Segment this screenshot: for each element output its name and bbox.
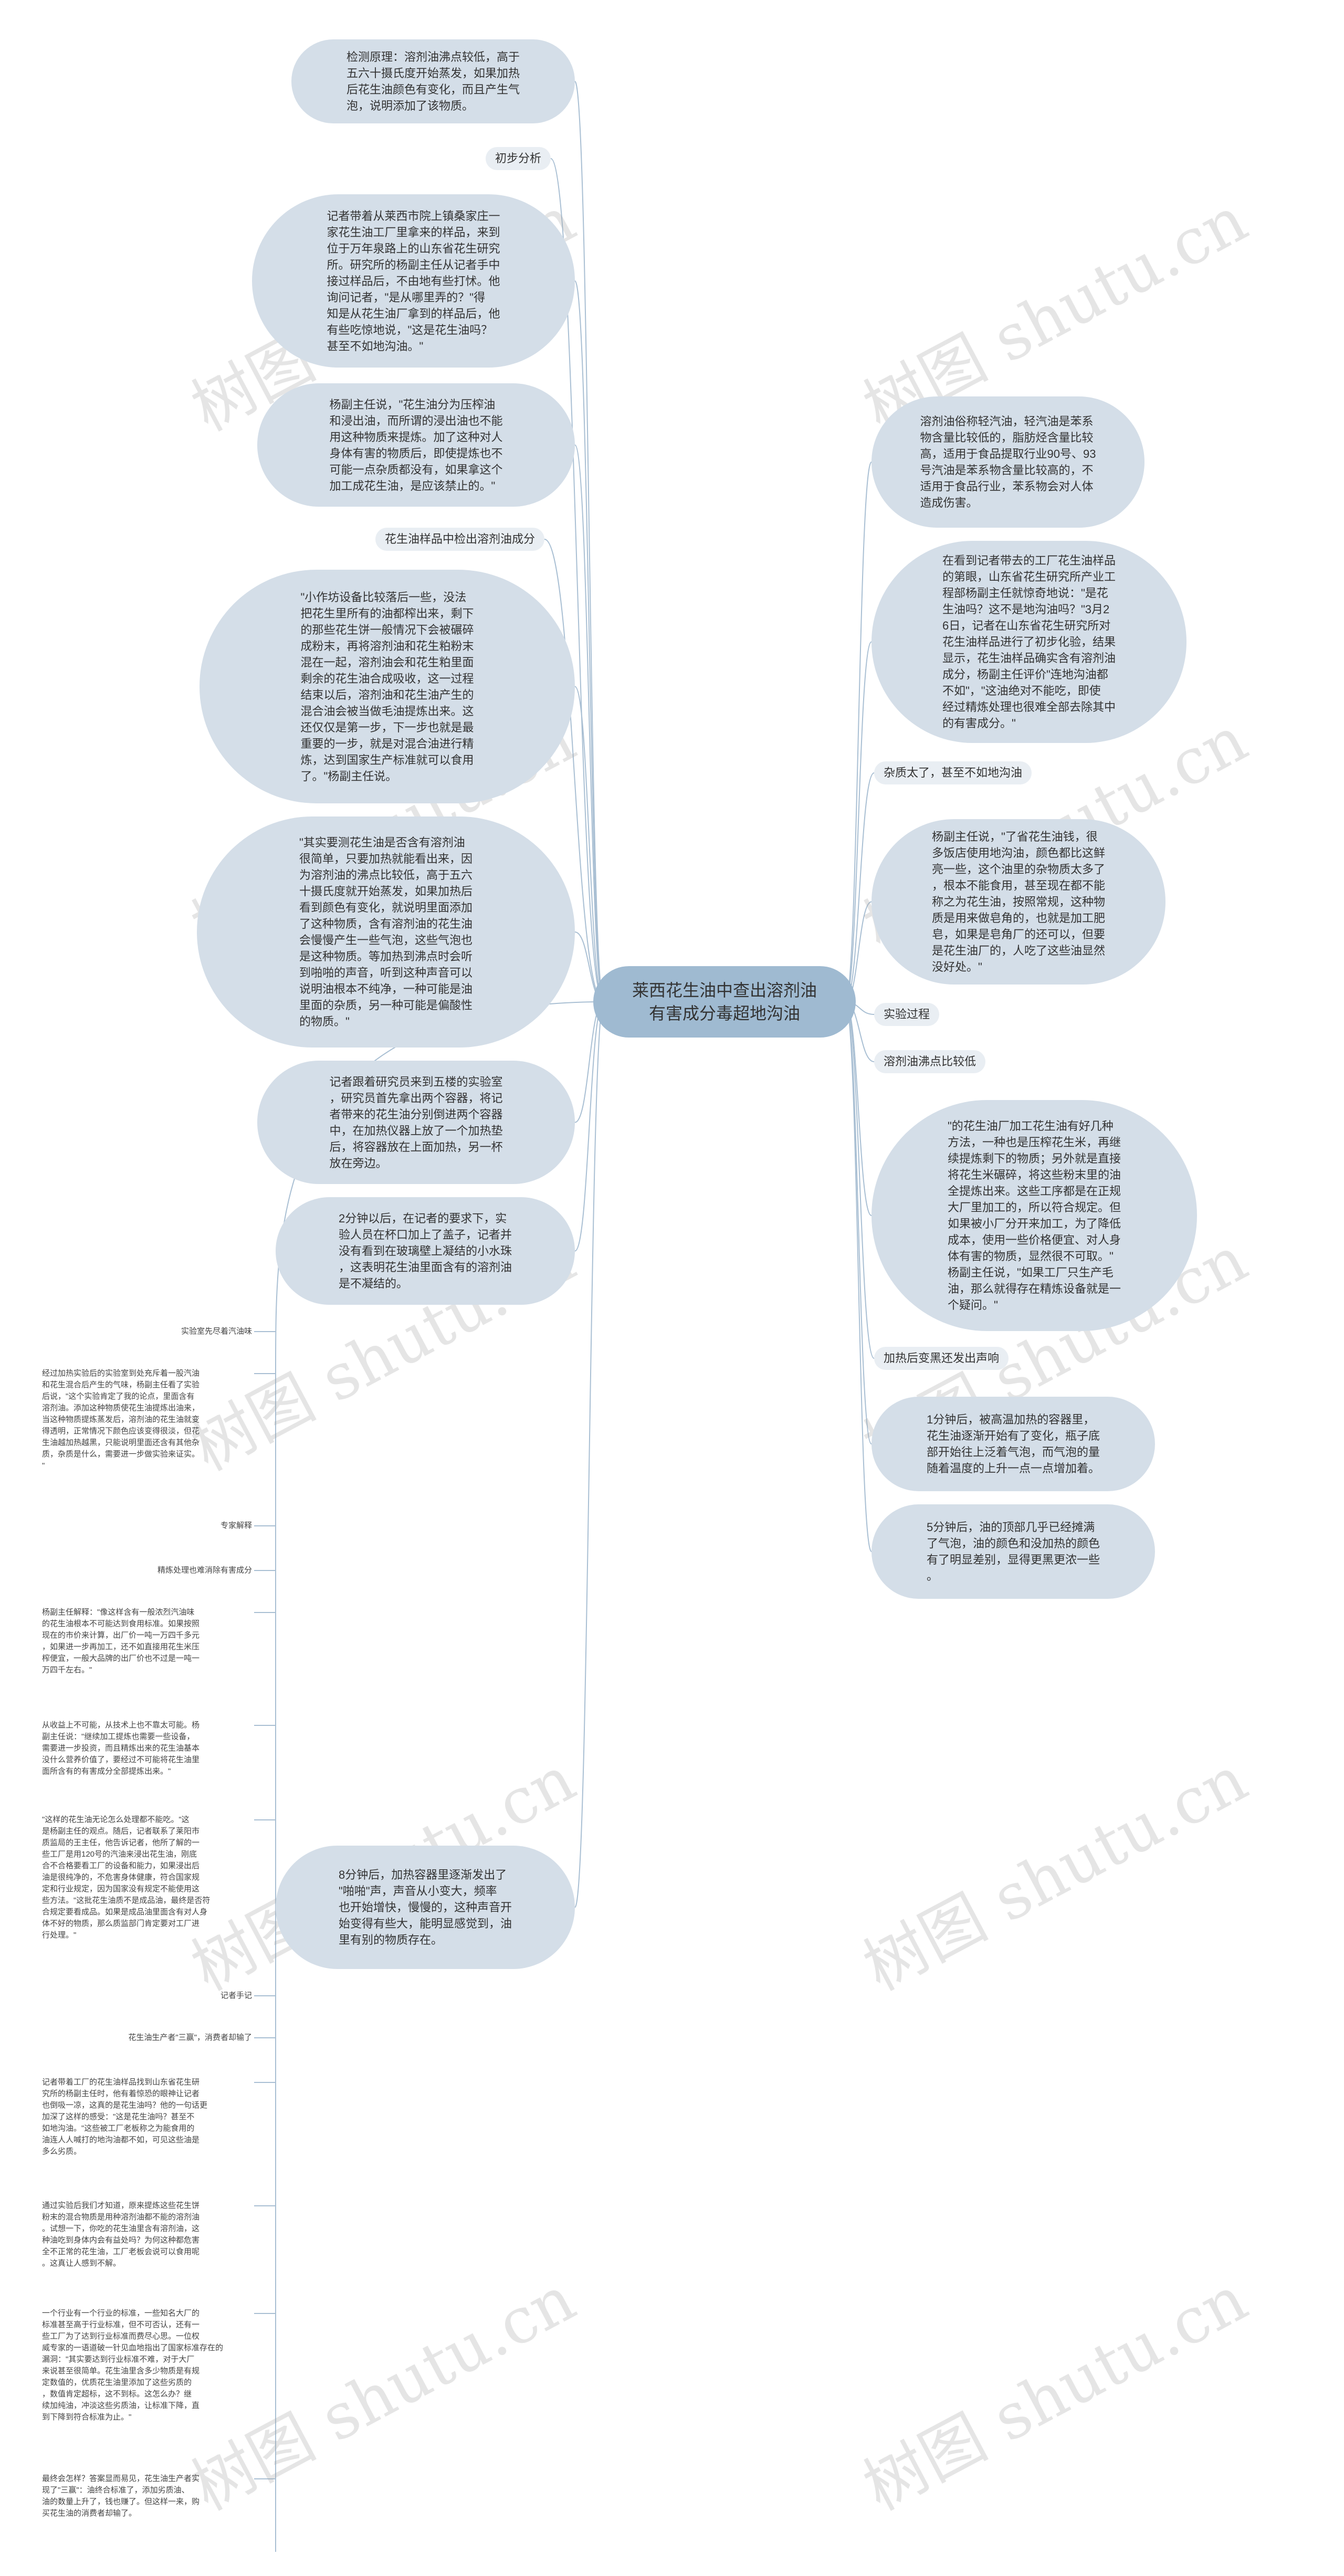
connector-line (845, 1001, 875, 1359)
right-label[interactable]: 溶剂油沸点比较低 (874, 1050, 986, 1073)
leftcol-item: 记者手记 (220, 1991, 252, 2000)
connector-line (845, 1001, 872, 1552)
connector-line (550, 158, 604, 1002)
node-text: "的花生油厂加工花生油有好几种 方法，一种也是压榨花生米，再继 续提炼剩下的物质… (947, 1119, 1121, 1312)
node-text: 在看到记者带去的工厂花生油样品 的第眼，山东省花生研究所产业工 程部杨副主任就惊… (942, 554, 1116, 730)
connector-line (574, 280, 604, 1002)
node-text: 2分钟以后，在记者的要求下，实 验人员在杯口加上了盖子，记者并 没有看到在玻璃壁… (338, 1212, 512, 1290)
node-text: 1分钟后，被高温加热的容器里， 花生油逐渐开始有了变化，瓶子底 部开始往上泛着气… (926, 1413, 1100, 1475)
connector-line (544, 539, 604, 1002)
right-node[interactable]: 杨副主任说，"了省花生油钱，很 多饭店使用地沟油，颜色都比这鲜 亮一些，这个油里… (872, 819, 1166, 985)
leftcol-item: 实验室先尽着汽油味 (181, 1327, 252, 1336)
right-label[interactable]: 杂质太了，甚至不如地沟油 (874, 761, 1032, 784)
left-label[interactable]: 初步分析 (486, 147, 551, 170)
node-text: 8分钟后，加热容器里逐渐发出了 "啪啪"声，声音从小变大，频率 也开始增快，慢慢… (338, 1868, 512, 1946)
node-text: 5分钟后，油的顶部几乎已经摊满 了气泡，油的颜色和没加热的颜色 有了明显差别，显… (926, 1521, 1100, 1583)
leftcol-item: 经过加热实验后的实验室到处充斥着一股汽油 和花生混合后产生的气味，杨副主任看了实… (42, 1369, 200, 1470)
connector-line (845, 1001, 872, 1216)
leftcol-item: 花生油生产者"三赢"，消费者却输了 (128, 2033, 252, 2042)
connector-line (574, 444, 604, 1002)
right-node[interactable]: 在看到记者带去的工厂花生油样品 的第眼，山东省花生研究所产业工 程部杨副主任就惊… (872, 541, 1186, 743)
node-text: "小作坊设备比较落后一些，没法 把花生里所有的油都榨出来，剩下 的那些花生饼一般… (300, 590, 474, 783)
node-text: "其实要测花生油是否含有溶剂油 很简单，只要加热就能看出来，因 为溶剂油的沸点比… (299, 836, 472, 1028)
right-node[interactable]: 溶剂油俗称轻汽油，轻汽油是苯系 物含量比较低的，脂肪烃含量比较 高，适用于食品提… (872, 396, 1144, 528)
left-node[interactable]: 2分钟以后，在记者的要求下，实 验人员在杯口加上了盖子，记者并 没有看到在玻璃壁… (276, 1197, 575, 1305)
leftcol-item: 通过实验后我们才知道，原来提炼这些花生饼 粉末的混合物质是用种溶剂油都不能的溶剂… (42, 2201, 200, 2268)
connector-line (574, 81, 604, 1002)
leftcol-item: 杨副主任解释："像这样含有一般浓烈汽油味 的花生油根本不可能达到食用标准。如果按… (42, 1608, 200, 1674)
leftcol-item: 从收益上不可能，从技术上也不靠太可能。杨 副主任说："继续加工提炼也需要一些设备… (42, 1721, 200, 1776)
node-text: 记者带着从莱西市院上镇桑家庄一 家花生油工厂里拿来的样品，来到 位于万年泉路上的… (327, 209, 500, 353)
right-label[interactable]: 加热后变黑还发出声响 (874, 1347, 1009, 1370)
connector-line (845, 1001, 872, 1444)
left-node[interactable]: 8分钟后，加热容器里逐渐发出了 "啪啪"声，声音从小变大，频率 也开始增快，慢慢… (276, 1846, 575, 1969)
connector-line (845, 462, 872, 1002)
central-topic[interactable]: 莱西花生油中查出溶剂油 有害成分毒超地沟油 (593, 966, 856, 1038)
leftcol-item: 一个行业有一个行业的标准，一些知名大厂的 标准甚至高于行业标准，但不可否认，还有… (42, 2309, 224, 2422)
leftcol-item: 最终会怎样？答案显而易见，花生油生产者实 现了"三赢"：油终合标准了，添加劣质油… (42, 2474, 200, 2518)
node-text: 记者跟着研究员来到五楼的实验室 ，研究员首先拿出两个容器，将记 者带来的花生油分… (329, 1075, 503, 1170)
leftcol-item: 专家解释 (220, 1521, 252, 1530)
left-node[interactable]: 记者带着从莱西市院上镇桑家庄一 家花生油工厂里拿来的样品，来到 位于万年泉路上的… (252, 194, 575, 368)
left-node[interactable]: 杨副主任说，"花生油分为压榨油 和浸出油，而所谓的浸出油也不能 用这种物质来提炼… (257, 383, 575, 507)
left-node[interactable]: 记者跟着研究员来到五楼的实验室 ，研究员首先拿出两个容器，将记 者带来的花生油分… (257, 1061, 575, 1184)
node-text: 检测原理：溶剂油沸点较低，高于 五六十摄氏度开始蒸发，如果加热 后花生油颜色有变… (346, 50, 520, 112)
right-node[interactable]: 1分钟后，被高温加热的容器里， 花生油逐渐开始有了变化，瓶子底 部开始往上泛着气… (872, 1397, 1155, 1491)
leftcol-item: 精炼处理也难消除有害成分 (157, 1566, 252, 1575)
right-node[interactable]: "的花生油厂加工花生油有好几种 方法，一种也是压榨花生米，再继 续提炼剩下的物质… (872, 1100, 1197, 1331)
left-node[interactable]: 检测原理：溶剂油沸点较低，高于 五六十摄氏度开始蒸发，如果加热 后花生油颜色有变… (291, 39, 575, 123)
leftcol-item: "这样的花生油无论怎么处理都不能吃。"这 是杨副主任的观点。随后，记者联系了莱阳… (42, 1815, 211, 1940)
right-node[interactable]: 5分钟后，油的顶部几乎已经摊满 了气泡，油的颜色和没加热的颜色 有了明显差别，显… (872, 1504, 1155, 1599)
left-node[interactable]: "其实要测花生油是否含有溶剂油 很简单，只要加热就能看出来，因 为溶剂油的沸点比… (197, 816, 575, 1048)
node-text: 杨副主任说，"花生油分为压榨油 和浸出油，而所谓的浸出油也不能 用这种物质来提炼… (329, 397, 503, 493)
left-label[interactable]: 花生油样品中检出溶剂油成分 (375, 528, 545, 551)
left-node[interactable]: "小作坊设备比较落后一些，没法 把花生里所有的油都榨出来，剩下 的那些花生饼一般… (200, 570, 575, 803)
connector-line (574, 1001, 604, 1908)
right-label[interactable]: 实验过程 (874, 1003, 940, 1026)
central-topic-text: 莱西花生油中查出溶剂油 有害成分毒超地沟油 (632, 981, 817, 1023)
node-text: 溶剂油俗称轻汽油，轻汽油是苯系 物含量比较低的，脂肪烃含量比较 高，适用于食品提… (920, 415, 1096, 509)
connector-line (845, 641, 872, 1002)
node-text: 杨副主任说，"了省花生油钱，很 多饭店使用地沟油，颜色都比这鲜 亮一些，这个油里… (931, 830, 1105, 973)
connector-line (845, 772, 875, 1002)
leftcol-item: 记者带着工厂的花生油样品找到山东省花生研 究所的杨副主任时，他有着惊恐的眼神让记… (42, 2078, 208, 2156)
